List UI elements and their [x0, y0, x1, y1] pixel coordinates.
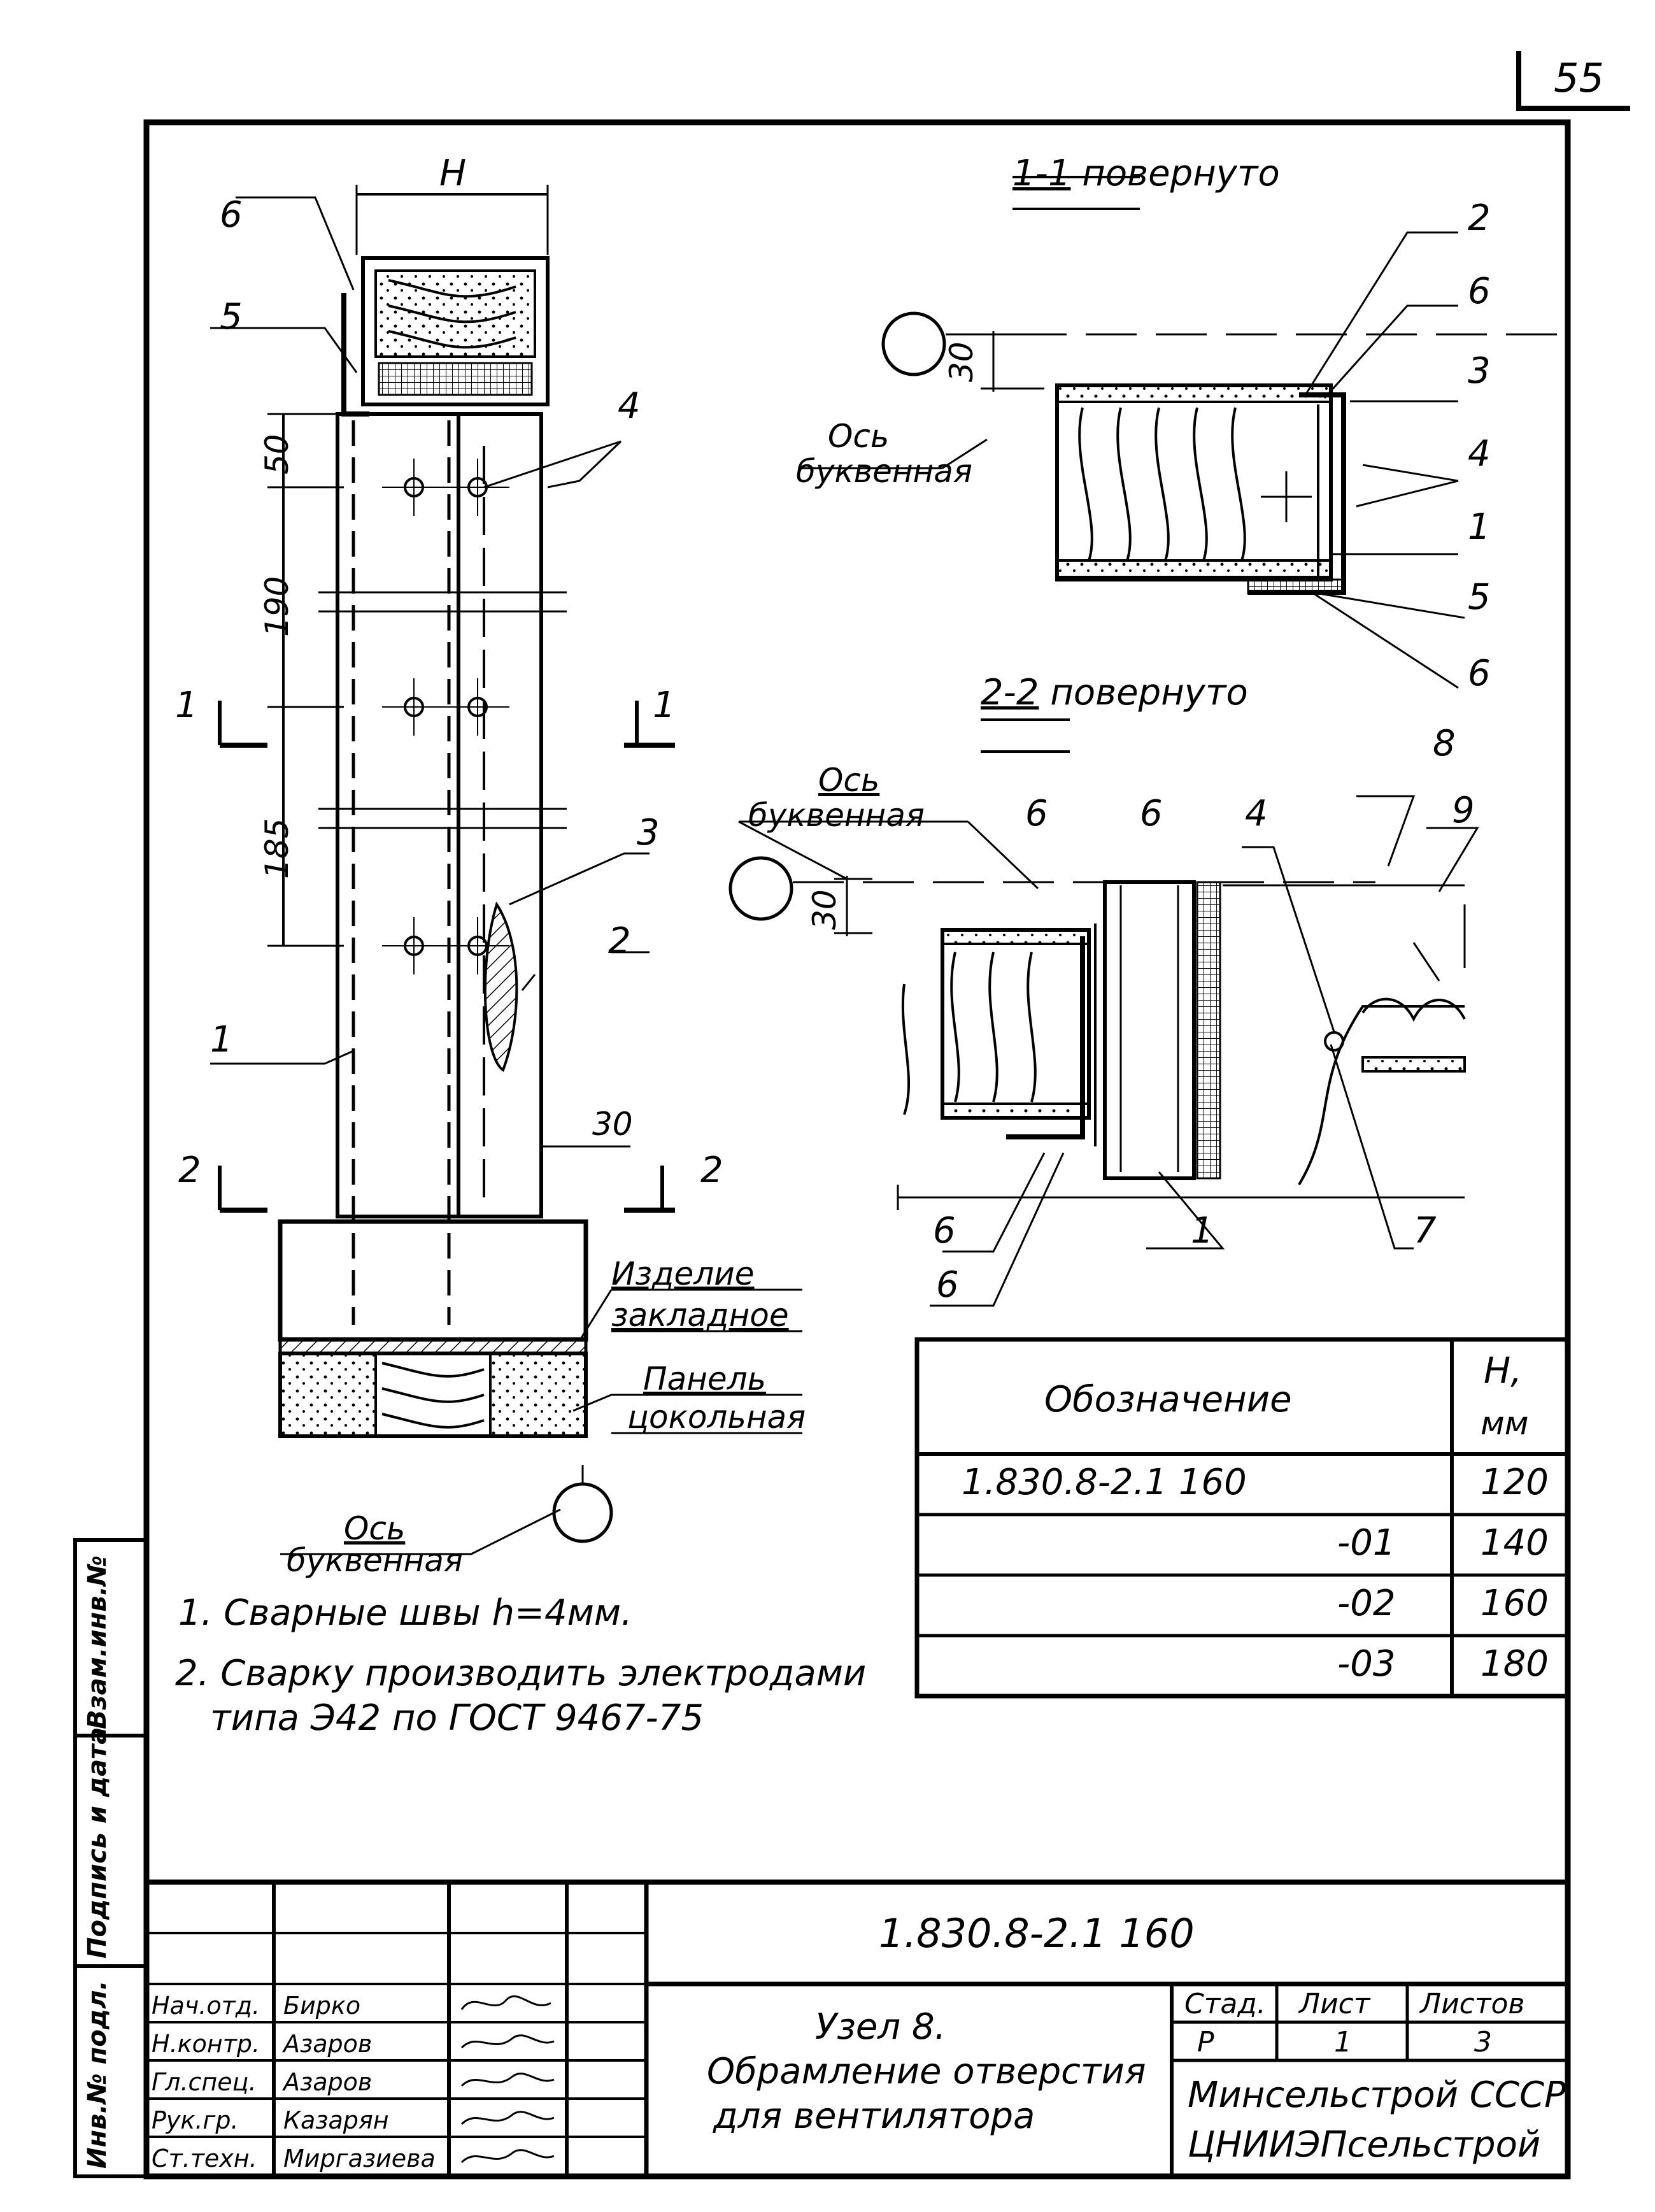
dim-190: 190 — [259, 576, 295, 637]
table-header-unit: мм — [1481, 1405, 1529, 1442]
dim-185: 185 — [259, 818, 295, 879]
section-1-callout-6-bottom: 6 — [1468, 653, 1491, 694]
dim-30-elevation: 30 — [592, 1106, 633, 1143]
callout-2: 2 — [608, 920, 631, 962]
table-row-designation: -01 — [1337, 1522, 1396, 1564]
cut-1-left: 1 — [175, 685, 198, 726]
dim-h-label: H — [439, 153, 467, 194]
stage-value: Р — [1197, 2026, 1214, 2059]
signer-role: Рук.гр. — [152, 2106, 239, 2134]
section-2-callout-4: 4 — [1245, 793, 1268, 834]
callout-1: 1 — [210, 1019, 233, 1060]
table-row-designation: -03 — [1337, 1643, 1396, 1685]
section-1-1-view — [802, 176, 1560, 689]
axis-label-elevation-2: буквенная — [287, 1542, 463, 1579]
section-2-2-view — [728, 718, 1479, 1307]
sheets-header: Листов — [1420, 1988, 1525, 2020]
sheet-header: Лист — [1299, 1988, 1370, 2020]
axis-label-elevation-1: Ось — [344, 1510, 406, 1547]
section-1-dim-30: 30 — [943, 341, 980, 382]
sheet-frame — [143, 119, 1571, 2180]
section-1-callout-6-top: 6 — [1468, 271, 1491, 312]
cut-2-right: 2 — [700, 1150, 723, 1191]
node-title-line1: Узел 8. — [815, 2006, 946, 2048]
note-2-line2: типа Э42 по ГОСТ 9467-75 — [210, 1697, 704, 1739]
callout-6: 6 — [220, 194, 243, 236]
organization-line1: Минсельстрой СССР — [1188, 2074, 1566, 2116]
signatures — [460, 1995, 555, 2164]
cut-2-left: 2 — [178, 1150, 201, 1191]
section-2-dim-30: 30 — [806, 889, 843, 930]
sheet-value: 1 — [1334, 2026, 1352, 2059]
signer-name: Азаров — [283, 2068, 373, 2096]
title-block-grid — [146, 1880, 1568, 2176]
signer-role: Ст.техн. — [152, 2144, 257, 2173]
section-1-axis-line2: буквенная — [796, 453, 972, 490]
table-header-h: H, — [1484, 1350, 1522, 1392]
page-number: 55 — [1554, 55, 1604, 101]
cut-1-right: 1 — [653, 685, 676, 726]
callout-4: 4 — [618, 385, 641, 427]
section-1-callout-3: 3 — [1468, 350, 1491, 392]
section-1-callout-5: 5 — [1468, 576, 1491, 618]
plinth-panel-line2: цокольная — [627, 1399, 806, 1436]
side-stamp-frame — [73, 1538, 148, 2178]
stage-header: Стад. — [1184, 1988, 1266, 2020]
section-2-callout-9: 9 — [1452, 790, 1475, 831]
embedded-part-line1: Изделие — [611, 1255, 755, 1292]
page-number-bracket — [1516, 51, 1630, 111]
section-1-axis-line1: Ось — [828, 418, 890, 455]
table-row-designation: 1.830.8-2.1 160 — [962, 1462, 1247, 1503]
section-2-callout-6-c: 6 — [933, 1210, 956, 1252]
table-row-h: 120 — [1481, 1462, 1549, 1503]
dim-50: 50 — [259, 434, 295, 475]
section-2-callout-6-a: 6 — [1025, 793, 1048, 834]
signer-name: Азаров — [283, 2030, 373, 2058]
signer-role: Н.контр. — [152, 2030, 260, 2058]
section-2-callout-7: 7 — [1414, 1210, 1437, 1252]
section-1-label: 1-1 повернуто — [1012, 153, 1280, 194]
side-stamp-replacement-inv: Взам.инв.№ — [83, 1555, 112, 1729]
signer-name: Бирко — [283, 1992, 361, 2020]
plinth-panel-line1: Панель — [643, 1360, 767, 1397]
table-row-h: 160 — [1481, 1583, 1549, 1624]
variants-table-grid — [914, 1337, 1570, 1699]
node-title-line2: Обрамление отверстия — [707, 2051, 1146, 2092]
signer-name: Казарян — [283, 2106, 389, 2134]
node-title-line3: для вентилятора — [713, 2095, 1035, 2137]
section-2-callout-8: 8 — [1433, 723, 1456, 764]
organization-line2: ЦНИИЭПсельстрой — [1188, 2124, 1541, 2166]
side-stamp-signature-date: Подпись и дата — [83, 1727, 112, 1959]
table-row-h: 180 — [1481, 1643, 1549, 1685]
note-2-line1: 2. Сварку производить электродами — [175, 1653, 867, 1694]
section-1-callout-1: 1 — [1468, 506, 1491, 548]
document-code: 1.830.8-2.1 160 — [879, 1910, 1195, 1957]
note-1: 1. Сварные швы h=4мм. — [178, 1592, 632, 1634]
section-1-callout-2: 2 — [1468, 197, 1491, 239]
signer-role: Гл.спец. — [152, 2068, 257, 2096]
signer-name: Миргазиева — [283, 2144, 436, 2173]
table-header-designation: Обозначение — [1044, 1379, 1292, 1420]
section-2-callout-6-d: 6 — [936, 1264, 959, 1306]
section-2-callout-1: 1 — [1191, 1210, 1214, 1252]
embedded-part-line2: закладное — [611, 1297, 789, 1334]
callout-3: 3 — [637, 812, 660, 853]
callout-5: 5 — [220, 296, 243, 338]
sheets-value: 3 — [1474, 2026, 1492, 2059]
elevation-view — [210, 185, 802, 1555]
section-2-callout-6-b: 6 — [1140, 793, 1163, 834]
section-2-axis-line1: Ось — [818, 762, 880, 799]
side-stamp-original-inv: Инв.№ подл. — [83, 1980, 112, 2169]
signer-role: Нач.отд. — [152, 1992, 260, 2020]
section-2-axis-line2: буквенная — [748, 797, 925, 834]
section-2-label: 2-2 повернуто — [981, 672, 1248, 713]
table-row-designation: -02 — [1337, 1583, 1396, 1624]
table-row-h: 140 — [1481, 1522, 1549, 1564]
section-1-callout-4: 4 — [1468, 433, 1491, 475]
